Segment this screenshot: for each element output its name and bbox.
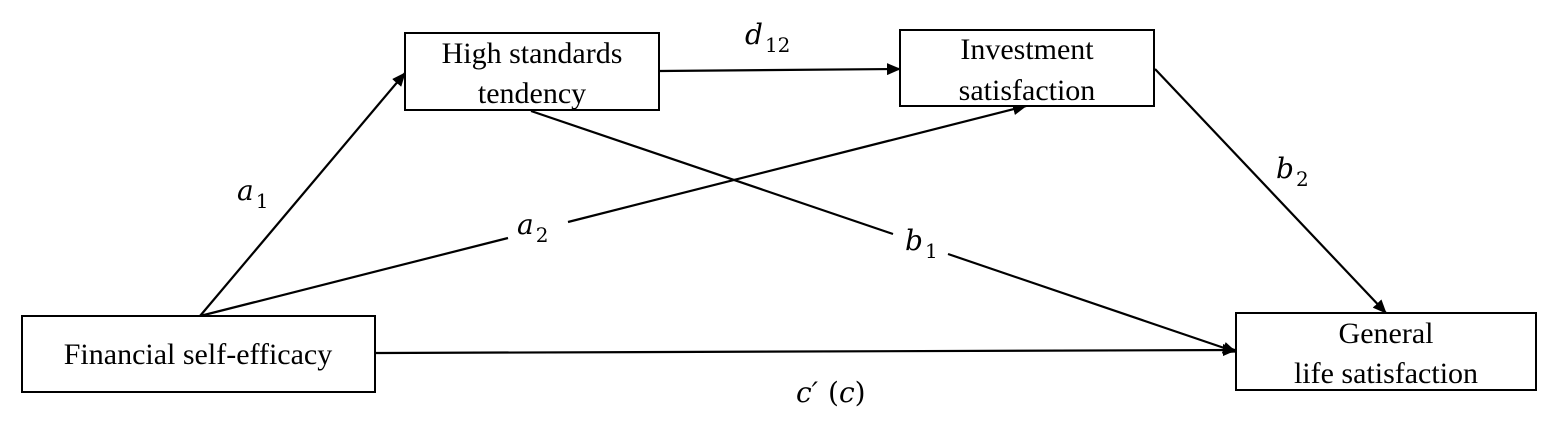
node-investment-line2: satisfaction — [959, 74, 1096, 107]
node-financial-self-efficacy: Financial self-efficacy — [21, 315, 376, 393]
node-general-line2: life satisfaction — [1294, 357, 1478, 390]
node-general-life-satisfaction: General life satisfaction — [1235, 312, 1537, 391]
node-high-standards-line1: High standards — [442, 37, 623, 70]
arrow-a2-segment-start — [199, 236, 509, 318]
node-high-standards-line2: tendency — [478, 77, 586, 110]
arrow-a2 — [567, 103, 1027, 224]
node-investment-satisfaction: Investment satisfaction — [899, 29, 1155, 107]
node-investment-line1: Investment — [960, 33, 1094, 66]
node-high-standards-tendency: High standards tendency — [404, 32, 660, 111]
label-c: c′(c) — [796, 376, 866, 409]
node-general-line1: General — [1339, 317, 1434, 350]
node-financial-self-efficacy-label: Financial self-efficacy — [64, 338, 332, 371]
arrow-c — [375, 344, 1237, 357]
arrow-d12 — [659, 63, 901, 76]
arrow-b2 — [1154, 68, 1387, 314]
arrow-b1 — [947, 252, 1237, 354]
arrow-b1-segment-start — [530, 109, 894, 236]
arrow-a1 — [199, 72, 406, 317]
